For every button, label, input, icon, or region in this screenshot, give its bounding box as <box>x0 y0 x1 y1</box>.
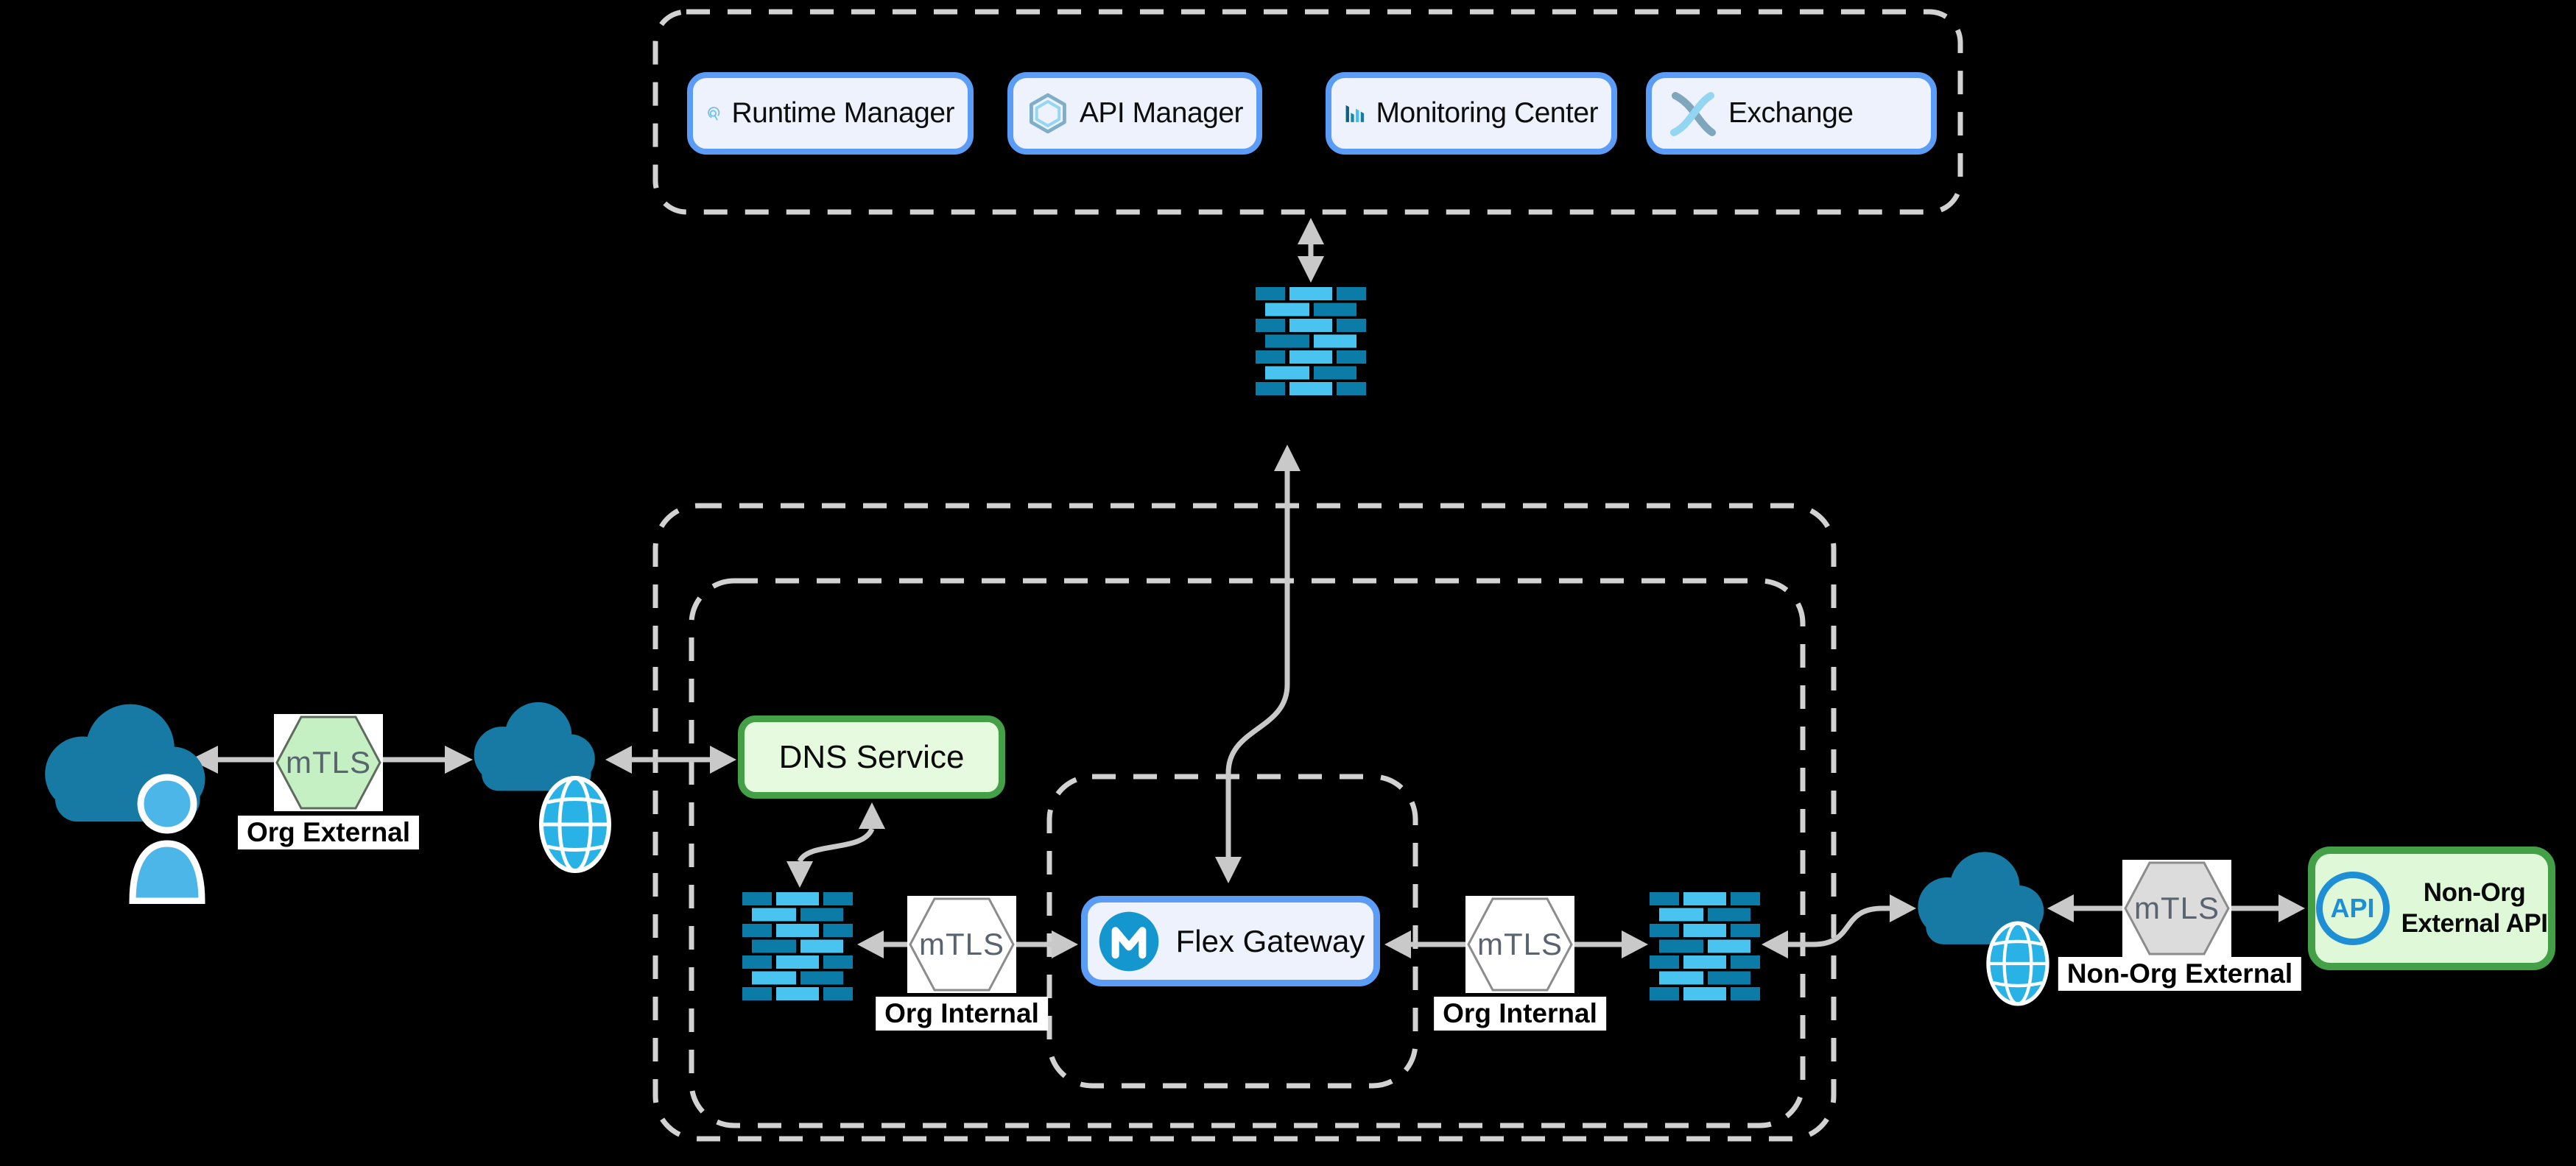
tile-label: Runtime Manager <box>731 97 955 129</box>
tile-monitoring-center[interactable]: Monitoring Center <box>1326 72 1617 155</box>
globe-icon <box>538 773 613 876</box>
tile-label: Exchange <box>1728 97 1854 129</box>
runtime-manager-icon <box>708 107 720 121</box>
mulesoft-logo-icon <box>1099 911 1158 971</box>
api-manager-icon <box>1030 93 1066 134</box>
mtls-label: mTLS <box>918 927 1004 961</box>
zone-label-org-internal-right: Org Internal <box>1434 997 1606 1031</box>
firewall-icon <box>1650 892 1760 1000</box>
api-icon-label: API <box>2330 893 2375 923</box>
mtls-badge-org-internal-right: mTLS <box>1465 896 1574 993</box>
firewall-icon <box>1256 287 1366 395</box>
globe-icon <box>1982 919 2053 1008</box>
tile-label: API Manager <box>1079 97 1244 129</box>
zone-label-non-org-external: Non-Org External <box>2058 957 2302 991</box>
customer-environment-dashed-frame <box>652 503 1837 1142</box>
firewall-icon <box>742 892 853 1000</box>
mtls-badge-org-internal-left: mTLS <box>907 896 1016 993</box>
flex-gateway-dashed-frame <box>1046 774 1418 1089</box>
flex-gateway-label: Flex Gateway <box>1175 923 1365 958</box>
dns-service-label: DNS Service <box>778 738 965 775</box>
mtls-badge-org-external: mTLS <box>274 714 383 811</box>
anypoint-platform-dashed-frame <box>652 9 1963 215</box>
dns-service-node: DNS Service <box>738 716 1005 799</box>
api-circle-icon: API <box>2315 872 2390 945</box>
exchange-icon <box>1670 92 1716 136</box>
zone-label-org-internal-left: Org Internal <box>876 997 1048 1031</box>
org-network-dashed-frame <box>689 578 1806 1128</box>
tile-exchange[interactable]: Exchange <box>1646 72 1937 155</box>
tile-runtime-manager[interactable]: Runtime Manager <box>687 72 974 155</box>
tile-label: Monitoring Center <box>1376 97 1599 129</box>
tile-api-manager[interactable]: API Manager <box>1007 72 1262 155</box>
user-icon <box>122 767 212 904</box>
mtls-label: mTLS <box>1477 927 1563 961</box>
mtls-label: mTLS <box>285 745 371 780</box>
mtls-label: mTLS <box>2133 891 2220 925</box>
non-org-external-api-label: Non-Org External API <box>2401 878 2548 938</box>
zone-label-org-external: Org External <box>237 816 420 849</box>
flex-gateway-node: Flex Gateway <box>1081 896 1380 986</box>
monitoring-center-icon <box>1345 105 1365 122</box>
non-org-external-api-node: API Non-Org External API <box>2308 847 2555 970</box>
mtls-badge-non-org-external: mTLS <box>2122 860 2231 957</box>
